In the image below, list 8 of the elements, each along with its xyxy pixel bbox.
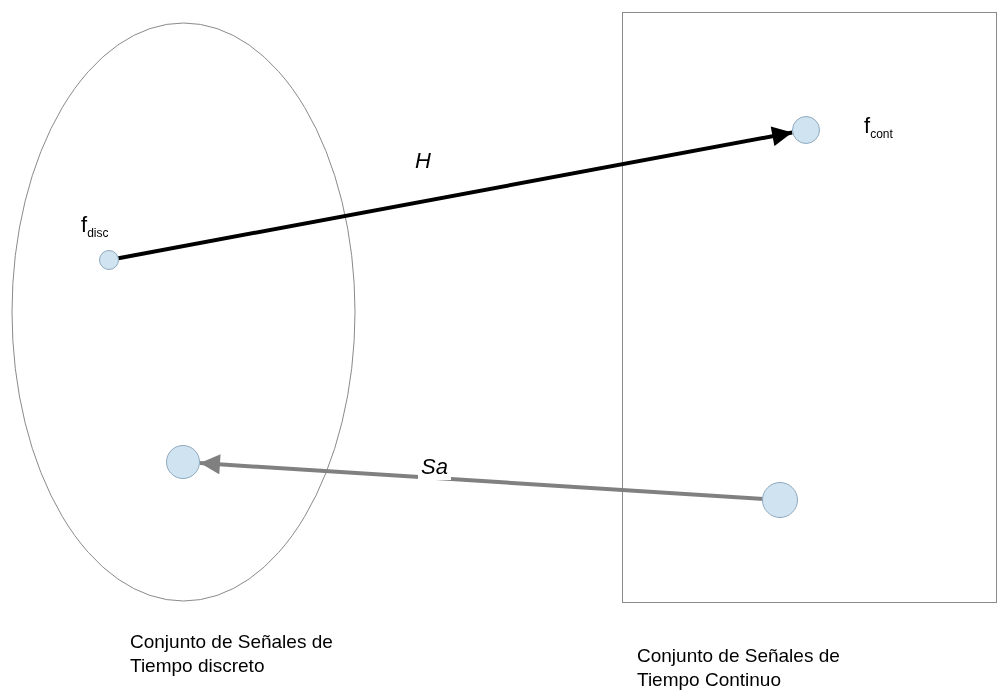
signal-circle — [99, 250, 119, 270]
signal-circle — [166, 445, 200, 479]
signal-circle — [762, 482, 798, 518]
signal-label: f$_{disc}$ — [81, 212, 109, 241]
set-title: Conjunto de Señales de Tiempo Continuo — [637, 644, 841, 692]
signal-label: f$_{cont}$ — [864, 113, 893, 142]
signal-circle — [792, 116, 820, 144]
set-title: Conjunto de Señales de Tiempo discreto — [130, 630, 334, 678]
